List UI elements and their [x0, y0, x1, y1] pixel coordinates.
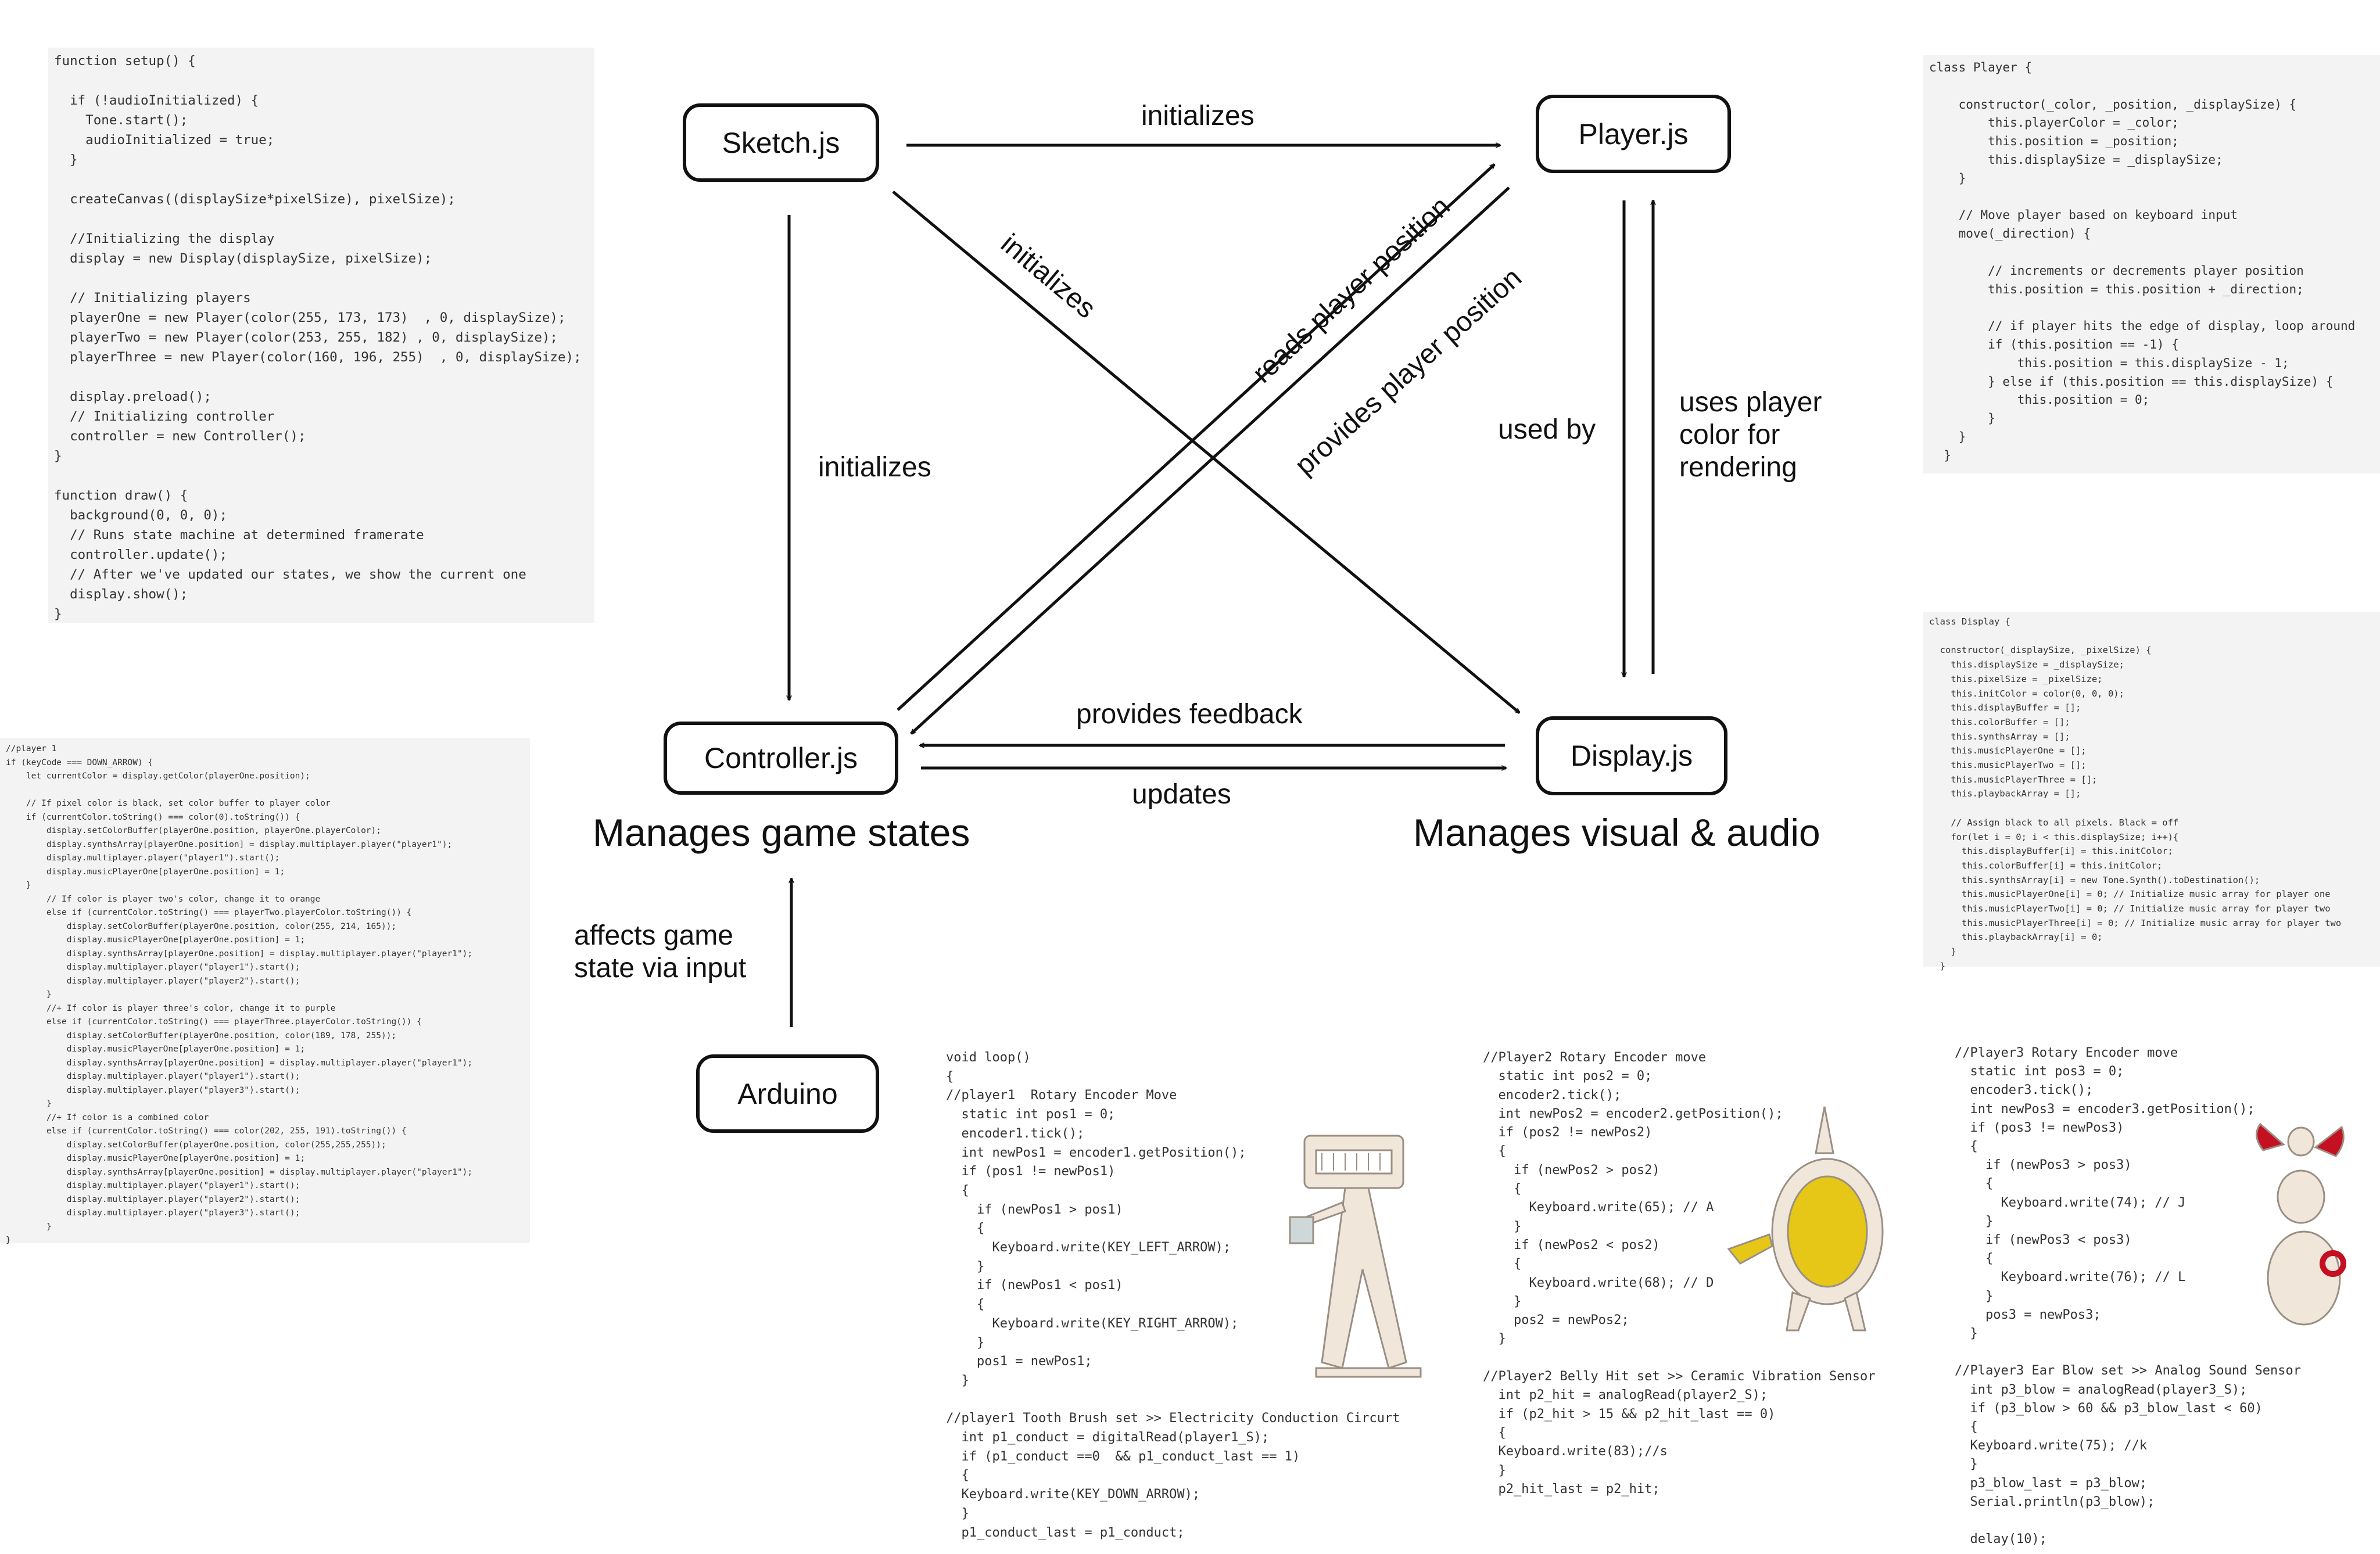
node-label: Sketch.js: [722, 126, 840, 159]
edge-label-used-by: used by: [1498, 414, 1596, 445]
node-label: Player.js: [1578, 117, 1689, 150]
belly-player-figure: [1727, 1106, 1884, 1332]
caption-controller: Manages game states: [593, 811, 970, 854]
arrow-controller-player: [897, 163, 1494, 711]
caption-display: Manages visual & audio: [1413, 811, 1820, 854]
node-sketch-js: Sketch.js: [683, 103, 879, 182]
edge-label-feedback: provides feedback: [1076, 699, 1303, 730]
edge-label-sketch-controller: initializes: [818, 452, 931, 483]
node-label: Display.js: [1570, 740, 1693, 772]
code-arduino-player1: void loop() { //player1 Rotary Encoder M…: [946, 1050, 1400, 1540]
code-arduino-player2: //Player2 Rotary Encoder move static int…: [1483, 1050, 1876, 1496]
toothbrush-player-figure: [1289, 1135, 1422, 1378]
node-display-js: Display.js: [1536, 716, 1727, 795]
node-player-js: Player.js: [1536, 95, 1731, 173]
code-sketch-js: function setup() { if (!audioInitialized…: [48, 48, 594, 623]
code-arduino-player3: //Player3 Rotary Encoder move static int…: [1955, 1046, 2302, 1547]
edge-label-sketch-player: initializes: [1141, 101, 1254, 131]
node-arduino: Arduino: [696, 1054, 879, 1133]
edge-label-arduino-input: affects game state via input: [574, 920, 747, 984]
edge-label-player-color: uses player color for rendering: [1679, 387, 1822, 483]
code-controller-js: //player 1 if (keyCode === DOWN_ARROW) {…: [0, 738, 530, 1245]
node-controller-js: Controller.js: [664, 722, 898, 795]
node-label: Controller.js: [704, 742, 858, 774]
code-display-js: class Display { constructor(_displaySize…: [1923, 612, 2380, 971]
code-player-js: class Player { constructor(_color, _posi…: [1923, 55, 2380, 473]
node-label: Arduino: [737, 1077, 838, 1110]
arrow-sketch-display: [892, 191, 1519, 714]
edge-label-updates: updates: [1132, 779, 1231, 810]
ear-player-figure: [2256, 1122, 2346, 1326]
arrow-player-controller: [911, 186, 1510, 735]
